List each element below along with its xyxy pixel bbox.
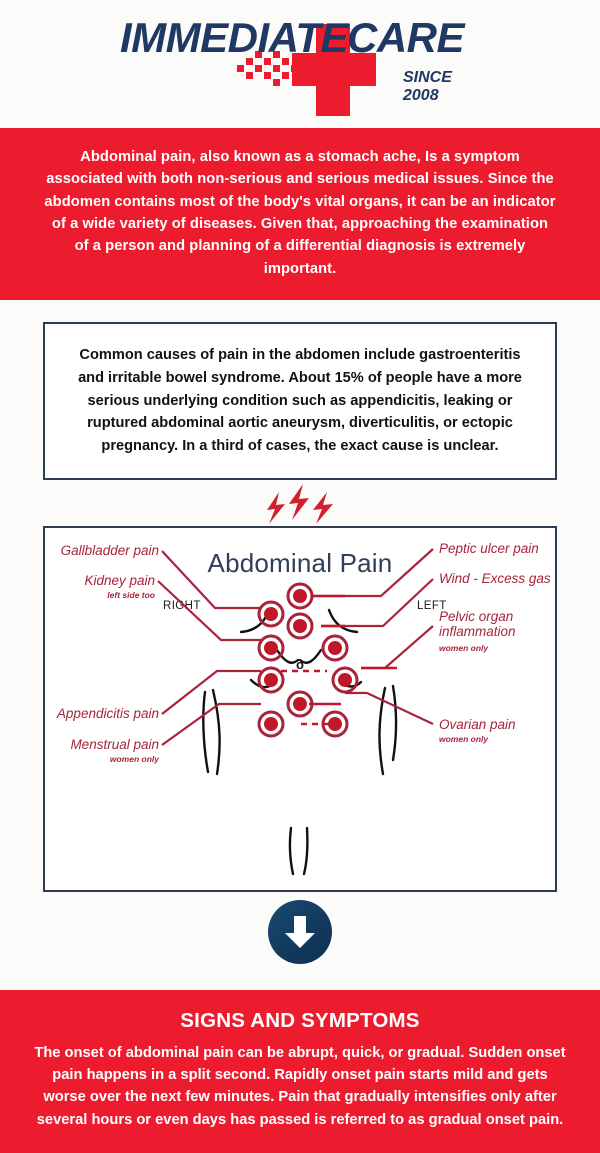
label-menstrual-pain: Menstrual pain (70, 737, 159, 752)
label-gallbladder-pain: Gallbladder pain (61, 543, 159, 558)
human-torso-outline-icon (202, 608, 398, 876)
pain-point-marker (331, 666, 359, 694)
pain-point-marker (257, 710, 285, 738)
label-pelvic-organ-inflammation-line2: inflammation (439, 624, 516, 639)
label-kidney-pain-note: left side too (107, 590, 155, 600)
arrow-down-circle-icon (268, 899, 332, 964)
pain-point-marker (257, 666, 285, 694)
pain-point-marker (257, 634, 285, 662)
navel-marker: o (296, 657, 304, 672)
pain-point-marker (257, 600, 285, 628)
signs-title: SIGNS AND SYMPTOMS (180, 1008, 420, 1032)
diagram-section: Abdominal Pain RIGHT LEFT (0, 525, 600, 892)
label-appendicitis-pain: Appendicitis pain (56, 706, 159, 721)
lightning-separator (0, 480, 600, 526)
arrow-down-glyph (285, 915, 315, 948)
connector-lines-left (157, 550, 261, 746)
abdominal-pain-diagram: Abdominal Pain RIGHT LEFT (43, 525, 557, 892)
label-pelvic-organ-inflammation-line1: Pelvic organ (439, 609, 513, 624)
logo-since-line-2: 2008 (402, 87, 439, 104)
diagram-graphic: o Gallbladder pain Kidney pain left side… (56, 541, 551, 876)
label-peptic-ulcer-pain: Peptic ulcer pain (439, 541, 539, 556)
side-label-left: LEFT (417, 599, 447, 612)
brand-logo[interactable]: IMMEDIATE CARE SINCE 2008 (0, 10, 600, 120)
diagram-title: Abdominal Pain (207, 547, 393, 578)
pain-point-markers (257, 582, 359, 738)
label-ovarian-pain: Ovarian pain (439, 717, 516, 732)
side-label-right: RIGHT (163, 599, 201, 612)
label-kidney-pain: Kidney pain (84, 573, 155, 588)
pain-point-marker (286, 690, 314, 718)
causes-section: Common causes of pain in the abdomen inc… (0, 300, 600, 480)
signs-and-symptoms-banner: SIGNS AND SYMPTOMS The onset of abdomina… (0, 989, 600, 1153)
logo-since-line-1: SINCE (403, 69, 453, 86)
logo-word-care: CARE (347, 14, 466, 61)
pain-point-marker (286, 612, 314, 640)
pain-point-marker (321, 710, 349, 738)
arrow-separator (0, 892, 600, 972)
lightning-bolt-icon (267, 483, 333, 524)
causes-box: Common causes of pain in the abdomen inc… (43, 322, 557, 480)
intro-banner: Abdominal pain, also known as a stomach … (0, 128, 600, 301)
pain-point-marker (321, 634, 349, 662)
signs-text: The onset of abdominal pain can be abrup… (34, 1044, 566, 1128)
intro-text: Abdominal pain, also known as a stomach … (44, 149, 556, 277)
marker-stubs (309, 594, 397, 706)
logo-word-immediate: IMMEDIATE (120, 14, 351, 61)
logo-graphic: IMMEDIATE CARE SINCE 2008 (120, 14, 467, 116)
causes-text: Common causes of pain in the abdomen inc… (78, 347, 522, 455)
label-wind-excess-gas: Wind - Excess gas (439, 571, 551, 586)
label-menstrual-pain-note: women only (110, 754, 160, 764)
pixel-dissolve-decoration (237, 51, 307, 86)
label-pelvic-organ-inflammation-note: women only (439, 643, 489, 653)
header: IMMEDIATE CARE SINCE 2008 (0, 0, 600, 128)
label-ovarian-pain-note: women only (439, 734, 489, 744)
pain-point-marker (286, 582, 314, 610)
